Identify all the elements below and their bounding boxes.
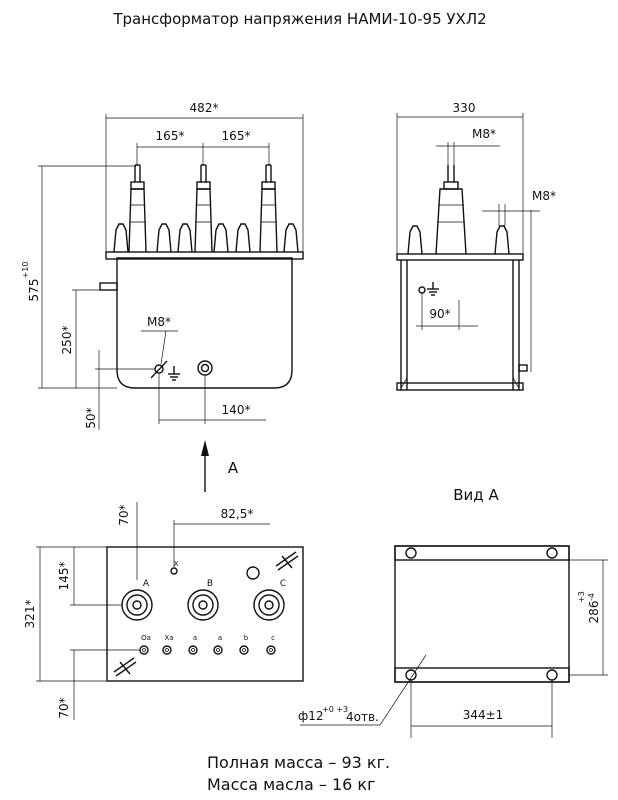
mounting-hole-3	[405, 669, 417, 681]
dim-height: 575	[27, 279, 41, 302]
plan-x-terminal	[170, 567, 178, 575]
dim-hole: ф12	[298, 709, 324, 723]
plan-lv-terminals	[139, 645, 276, 655]
terminal-label-a2: a	[218, 634, 222, 642]
view-arrow: A	[201, 440, 239, 492]
dim-pitch-left: 165*	[156, 129, 185, 143]
terminal-label-xa: Xa	[164, 634, 173, 642]
terminal-label-oa: Oa	[141, 634, 151, 642]
front-lid	[105, 251, 304, 260]
dim-total-width: 482*	[190, 101, 219, 115]
terminal-label-c: c	[271, 634, 275, 642]
plan-bushing-c	[253, 589, 285, 621]
side-ground-symbol	[427, 282, 439, 296]
drain-plug	[197, 360, 213, 376]
dim-side-ground: 90*	[429, 307, 450, 321]
view-a-title: Вид А	[453, 486, 499, 504]
dim-hole-tol: +0 +3	[322, 705, 348, 714]
phase-label-b: B	[207, 579, 213, 589]
dim-view-a-height: 286	[587, 601, 601, 624]
mounting-hole-2	[546, 547, 558, 559]
lv-bushings	[113, 223, 299, 253]
drawing-title: Трансформатор напряжения НАМИ-10-95 УХЛ2	[112, 10, 486, 28]
dim-height-tol: +10	[21, 262, 30, 279]
side-hv-bushing	[435, 165, 467, 255]
plan-view: X A B C Oa Xa	[23, 502, 304, 720]
front-tank-body	[116, 257, 293, 389]
plan-bushing-b	[187, 589, 219, 621]
hv-bushing-a	[128, 164, 147, 253]
plan-relief-valve	[246, 566, 260, 580]
hv-bushing-c	[259, 164, 278, 253]
dim-side-width: 330	[453, 101, 476, 115]
dim-thread: M8*	[147, 315, 171, 329]
mounting-hole-1	[405, 547, 417, 559]
view-a-rail-top	[394, 545, 570, 561]
ground-symbol	[168, 366, 180, 381]
terminal-label-b: b	[244, 634, 249, 642]
arrow-label: A	[228, 459, 239, 477]
dim-base: 50*	[84, 407, 98, 428]
dim-plan-left-top: 70*	[117, 504, 131, 525]
view-a-rail-bottom	[394, 667, 570, 683]
dim-plan-left-bottom: 70*	[57, 697, 71, 718]
side-lid	[396, 253, 524, 261]
side-base	[396, 382, 524, 391]
dim-plan-offset: 82,5*	[221, 507, 254, 521]
terminal-label-a1: a	[193, 634, 197, 642]
front-side-pipe	[99, 282, 118, 291]
dim-body-height: 250*	[60, 326, 74, 355]
hv-bushing-b	[194, 164, 213, 253]
note-mass-oil: Масса масла – 16 кг	[207, 775, 375, 794]
plan-x-label: X	[174, 560, 179, 568]
dim-side-thread: M8*	[532, 189, 556, 203]
plan-outline	[106, 546, 304, 682]
note-mass-total: Полная масса – 93 кг.	[207, 753, 390, 772]
dim-view-a-height-tol-up: +3	[577, 591, 586, 603]
dim-plan-row: 145*	[57, 562, 71, 591]
dim-view-a-width: 344±1	[463, 708, 504, 722]
dim-offset: 140*	[222, 403, 251, 417]
dim-pitch-right: 165*	[222, 129, 251, 143]
dim-plan-total: 321*	[23, 600, 37, 629]
dim-hole-count: 4отв.	[346, 710, 379, 724]
mounting-hole-4	[546, 669, 558, 681]
phase-label-c: C	[280, 579, 286, 589]
side-view: 330 M8* M8* 90*	[396, 101, 556, 391]
view-a-outline	[394, 545, 570, 683]
plan-bushing-a	[121, 589, 153, 621]
dim-view-a-height-tol-down: -4	[587, 593, 596, 601]
dim-side-thread-top: M8*	[472, 127, 496, 141]
phase-label-a: A	[143, 579, 150, 589]
view-a: 286 +3 -4 344±1 ф12 +0 +3 4отв.	[298, 545, 608, 738]
front-view: 482* 165* 165* 575 +10 250* 50* M8* 140*	[21, 101, 304, 430]
